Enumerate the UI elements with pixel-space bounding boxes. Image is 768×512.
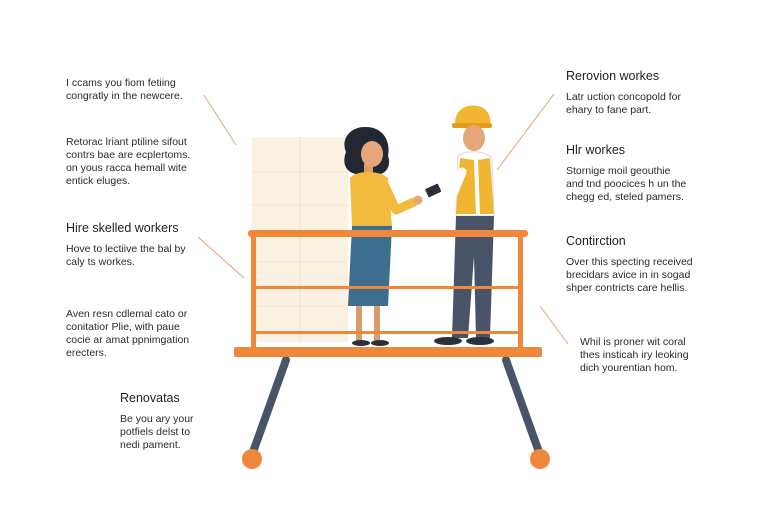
annotation-left-4: Aven resn cdlemal cato or conitatior Pli… bbox=[66, 308, 189, 360]
tablet-icon bbox=[425, 183, 442, 198]
annotation-title: Hlr workes bbox=[566, 143, 626, 157]
worker-boot bbox=[434, 337, 462, 345]
annotation-title: Renovatas bbox=[120, 391, 180, 405]
annotation-right-3: Contirction Over this specting received … bbox=[566, 235, 693, 295]
annotation-title: Contirction bbox=[566, 234, 626, 248]
woman-arm bbox=[379, 179, 419, 215]
railing-post bbox=[251, 230, 256, 348]
woman-shoe bbox=[371, 340, 389, 346]
annotation-body: Be you ary your potfiels delst to nedi p… bbox=[120, 413, 194, 451]
leader-line bbox=[496, 93, 555, 171]
annotation-body: Stornige moil geouthie and tnd poocices … bbox=[566, 165, 687, 203]
annotation-body: Over this specting received brecidars av… bbox=[566, 256, 693, 294]
worker-pants bbox=[452, 216, 494, 338]
woman-neck bbox=[364, 164, 373, 174]
woman-figure bbox=[344, 126, 423, 346]
building-wall bbox=[252, 137, 348, 342]
wheel-left bbox=[242, 449, 262, 469]
railing-top-rail bbox=[248, 230, 528, 237]
annotation-title: Rerovion workes bbox=[566, 69, 660, 83]
hardhat-icon bbox=[455, 105, 491, 126]
scaffold-railing bbox=[234, 230, 542, 357]
woman-hand bbox=[413, 195, 423, 205]
worker-figure bbox=[425, 105, 495, 345]
woman-shoe bbox=[352, 340, 370, 346]
annotation-right-1: Rerovion workes Latr uction concopold fo… bbox=[566, 70, 681, 117]
woman-leg bbox=[374, 306, 380, 342]
worker-boot bbox=[466, 337, 494, 345]
leader-line bbox=[197, 236, 245, 279]
annotation-body: Aven resn cdlemal cato or conitatior Pli… bbox=[66, 308, 190, 359]
worker-vest bbox=[478, 158, 494, 214]
annotation-body: I ccams you fiom fetiing congratly in th… bbox=[66, 77, 183, 102]
annotation-left-3: Hire skelled workers Hove to lectiive th… bbox=[66, 222, 186, 269]
woman-leg bbox=[356, 306, 362, 342]
scaffold-leg-left bbox=[249, 356, 290, 456]
annotation-left-5: Renovatas Be you ary your potfiels delst… bbox=[120, 392, 194, 452]
woman-skirt bbox=[348, 226, 392, 306]
leader-line bbox=[539, 305, 569, 345]
railing-mid-rail bbox=[254, 286, 520, 289]
annotation-body: Retorac lriant ptiline sifout contrs bae… bbox=[66, 136, 191, 187]
woman-face bbox=[361, 141, 383, 167]
leader-line bbox=[203, 94, 237, 146]
leader-lines bbox=[197, 93, 569, 345]
scaffold-platform bbox=[234, 347, 542, 357]
scaffold-leg-right bbox=[502, 356, 543, 456]
annotation-body: Hove to lectiive the bal by caly ts work… bbox=[66, 243, 186, 268]
annotation-left-1: I ccams you fiom fetiing congratly in th… bbox=[66, 77, 183, 103]
annotation-left-2: Retorac lriant ptiline sifout contrs bae… bbox=[66, 136, 190, 188]
annotation-right-4: Whil is proner wit coral thes insticah i… bbox=[580, 336, 689, 375]
worker-face bbox=[463, 125, 485, 151]
annotation-title: Hire skelled workers bbox=[66, 221, 179, 235]
railing-post bbox=[518, 230, 523, 348]
railing-low-rail bbox=[254, 331, 520, 334]
scaffold-legs bbox=[242, 356, 550, 469]
annotation-body: Latr uction concopold for ehary to fane … bbox=[566, 91, 681, 116]
annotation-body: Whil is proner wit coral thes insticah i… bbox=[580, 336, 689, 374]
worker-arm bbox=[433, 167, 467, 203]
wheel-right bbox=[530, 449, 550, 469]
annotation-right-2: Hlr workes Stornige moil geouthie and tn… bbox=[566, 144, 686, 204]
